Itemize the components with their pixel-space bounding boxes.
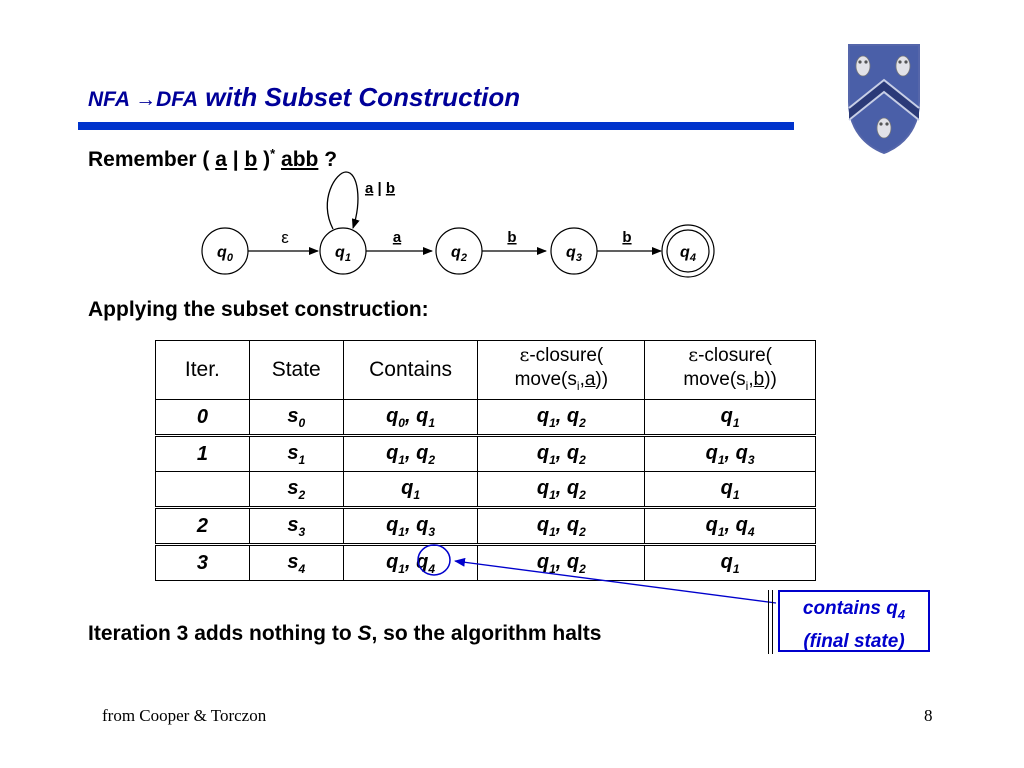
edge-label-b1: b	[507, 229, 516, 246]
self-loop-q1	[326, 171, 360, 230]
state-q3	[550, 227, 598, 275]
cell-contains: q1, q2	[342, 434, 479, 472]
remember-line: Remember ( a | b )* abb ?	[88, 146, 338, 171]
state-label-q1: q1	[335, 244, 351, 264]
callout-bar-2	[772, 590, 773, 654]
header-state: State	[248, 340, 344, 400]
state-q2	[435, 227, 483, 275]
header-move-b: ε-closure( move(si,b))	[644, 340, 816, 400]
cell-state: s1	[248, 434, 344, 472]
title-rule	[78, 122, 794, 130]
title-dfa: DFA	[156, 88, 199, 111]
state-q1	[319, 227, 367, 275]
state-q4	[666, 229, 710, 273]
cell-move-b: q1	[644, 471, 816, 508]
cell-state: s0	[248, 399, 344, 436]
edge-label-epsilon: ε	[281, 228, 289, 247]
title-rest: with Subset Construction	[198, 82, 521, 112]
cell-move-a: q1, q2	[477, 399, 646, 436]
callout-box: contains q4 (final state)	[778, 590, 930, 652]
cell-iter: 2	[155, 506, 250, 545]
title-nfa: NFA	[88, 88, 136, 111]
cell-move-b: q1, q3	[644, 434, 816, 472]
cell-move-a: q1, q2	[477, 543, 646, 581]
cell-move-b: q1	[644, 399, 816, 436]
state-label-q3: q3	[566, 244, 582, 264]
footer-source: from Cooper & Torczon	[102, 706, 267, 725]
nfa-diagram: q0 q1 q2 q3 q4 ε a b b a | b	[201, 171, 715, 278]
table-header-row: Iter. State Contains ε-closure( move(si,…	[155, 340, 816, 400]
pointer-arrow	[454, 557, 777, 604]
cell-move-a: q1, q2	[477, 506, 646, 545]
rice-crest-logo	[848, 44, 920, 155]
cell-move-b: q1, q4	[644, 506, 816, 545]
kleene-star: *	[270, 146, 276, 161]
subset-table: Iter. State Contains ε-closure( move(si,…	[155, 340, 816, 581]
loop-label: a | b	[365, 180, 395, 197]
title-arrow: →	[135, 88, 157, 111]
cell-state: s4	[248, 543, 344, 581]
state-label-q4: q4	[680, 244, 696, 264]
conclusion-line: Iteration 3 adds nothing to S, so the al…	[88, 622, 602, 645]
cell-iter: 0	[155, 399, 250, 436]
edge-label-b2: b	[622, 229, 631, 246]
callout-bar	[768, 590, 769, 654]
edge-label-a: a	[393, 229, 402, 246]
header-move-a: ε-closure( move(si,a))	[477, 340, 646, 400]
regex-b: b	[244, 148, 258, 171]
section-heading: Applying the subset construction:	[88, 298, 429, 321]
state-label-q2: q2	[451, 244, 467, 264]
header-iter: Iter.	[155, 340, 250, 400]
slide-title: NFA →DFA with Subset Construction	[88, 82, 520, 113]
page-number: 8	[924, 706, 933, 725]
state-label-q0: q0	[217, 244, 234, 264]
cell-contains: q1	[342, 471, 479, 508]
regex-a: a	[215, 148, 227, 171]
cell-move-b: q1	[644, 543, 816, 581]
state-q0	[201, 227, 249, 275]
header-contains: Contains	[342, 340, 479, 400]
regex-abb: abb	[281, 148, 319, 171]
highlight-q4-circle	[417, 544, 451, 576]
